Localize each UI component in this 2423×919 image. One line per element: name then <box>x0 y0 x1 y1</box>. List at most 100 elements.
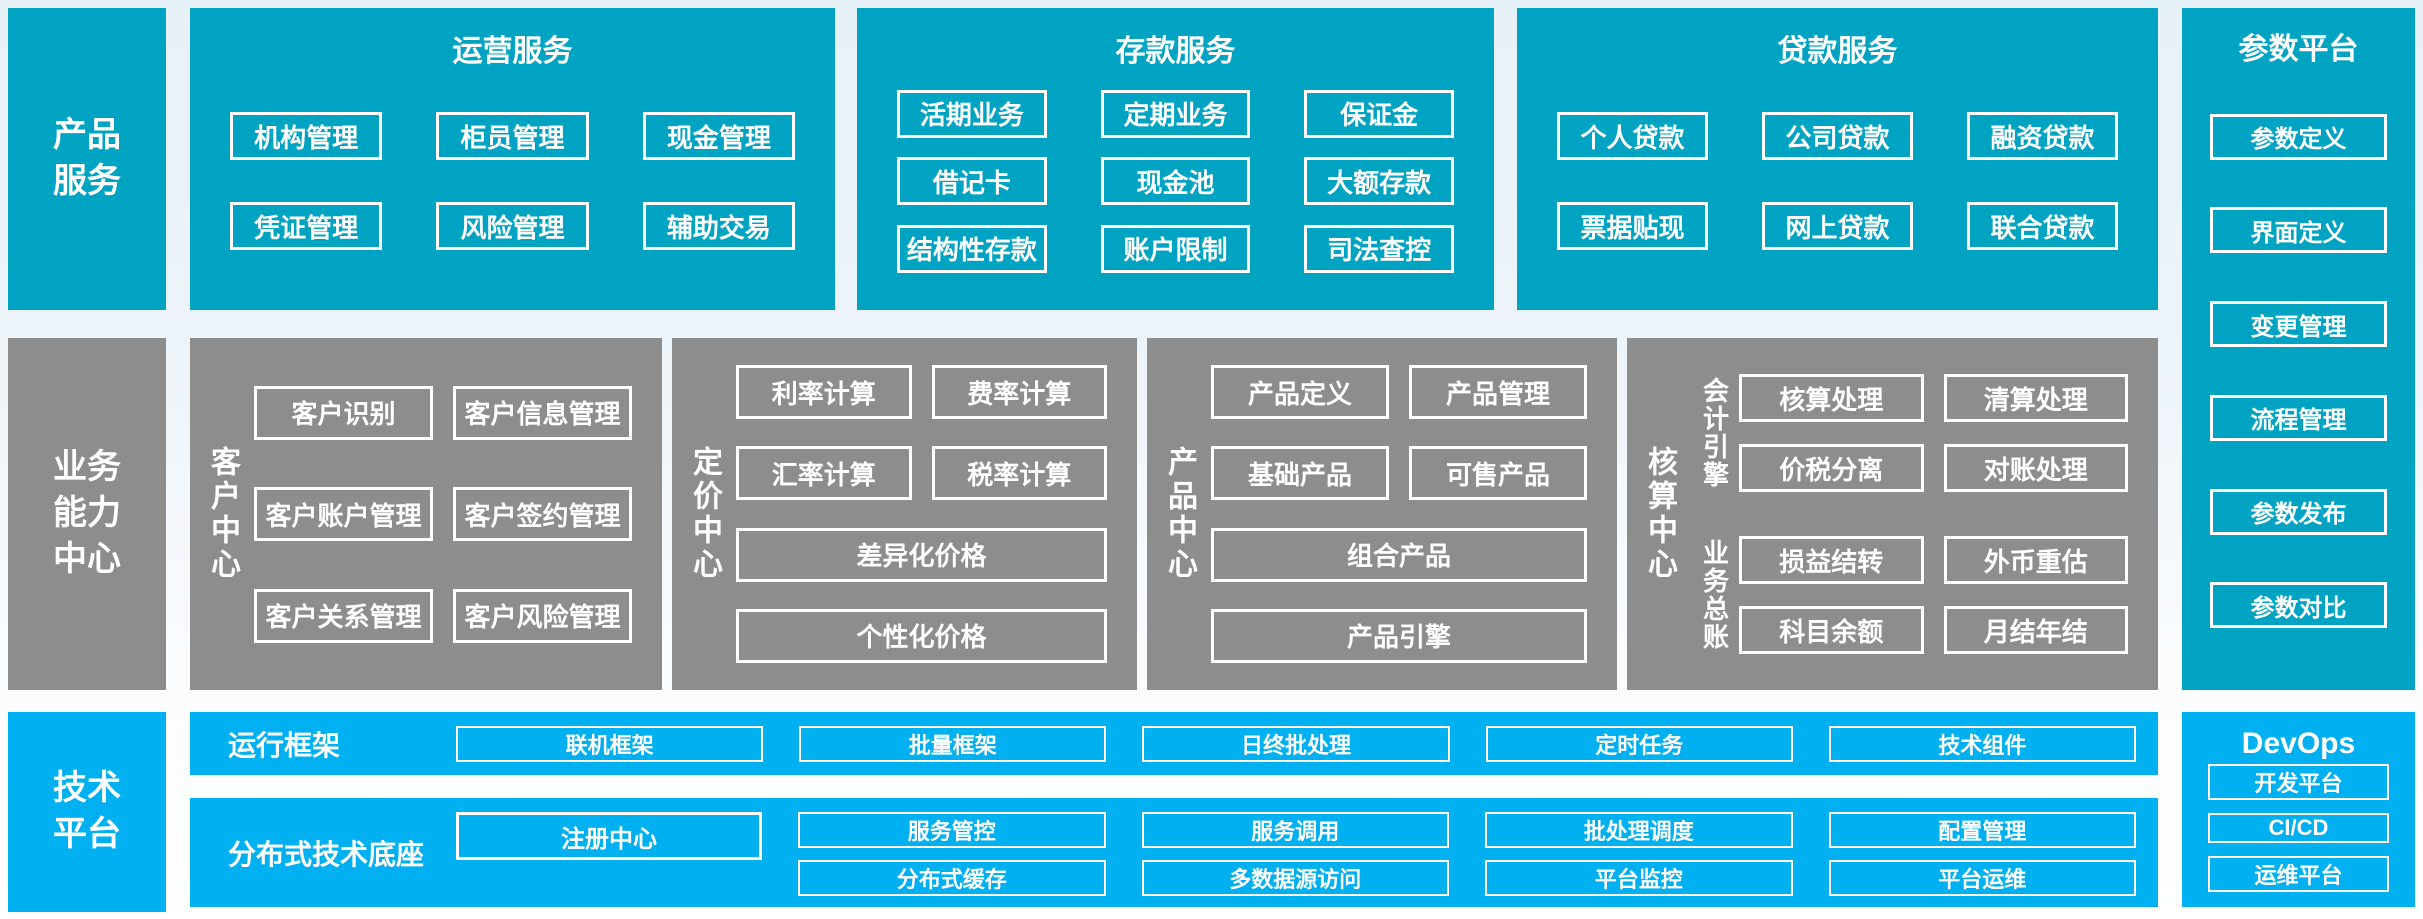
block-parameter-platform: 参数平台 参数定义 界面定义 变更管理 流程管理 参数发布 参数对比 <box>2182 8 2415 690</box>
distributed-base-label: 分布式技术底座 <box>228 838 425 870</box>
capability-button: 月结年结 <box>1943 606 2128 654</box>
service-button: 定期业务 <box>1100 89 1251 138</box>
block-distributed-base: 分布式技术底座 注册中心 服务管控 分布式缓存 服务调用 多数据源访问 批处理调… <box>190 798 2158 907</box>
rail-product-services-label: 产品服务 <box>53 116 121 200</box>
capability-button: 产品管理 <box>1409 365 1587 420</box>
capability-button: 产品定义 <box>1211 365 1389 420</box>
service-button: 结构性存款 <box>897 224 1047 273</box>
devops-items: 开发平台 CI/CD 运维平台 <box>2208 764 2389 892</box>
distributed-column: 批处理调度 平台监控 <box>1485 812 1793 896</box>
service-button: 现金池 <box>1100 157 1251 205</box>
capability-button: 核算处理 <box>1739 374 1924 422</box>
capability-button: 客户账户管理 <box>254 487 433 541</box>
capability-button: 损益结转 <box>1739 536 1924 584</box>
business-ledger-grid: 损益结转 外币重估 科目余额 月结年结 <box>1739 514 2128 676</box>
capability-button: 客户识别 <box>254 385 433 440</box>
block-pricing-center: 定价中心 利率计算 费率计算 汇率计算 税率计算 差异化价格 个性化价格 <box>672 338 1137 690</box>
block-operations-services: 运营服务 机构管理 柜员管理 现金管理 凭证管理 风险管理 辅助交易 <box>190 8 835 310</box>
service-button: 网上贷款 <box>1762 202 1913 250</box>
runtime-framework-items: 联机框架 批量框架 日终批处理 定时任务 技术组件 <box>456 725 2137 762</box>
distributed-button: 平台监控 <box>1485 860 1793 896</box>
service-button: 个人贷款 <box>1557 112 1708 160</box>
service-button: 借记卡 <box>897 157 1047 205</box>
distributed-base-columns: 服务管控 分布式缓存 服务调用 多数据源访问 批处理调度 平台监控 配置管理 平… <box>798 812 2136 896</box>
registry-center-button: 注册中心 <box>456 812 762 860</box>
parameter-button: 参数定义 <box>2210 113 2387 160</box>
capability-button: 对账处理 <box>1943 444 2128 492</box>
capability-button: 科目余额 <box>1739 606 1924 654</box>
distributed-column: 配置管理 平台运维 <box>1828 812 2136 896</box>
capability-button: 组合产品 <box>1211 527 1587 582</box>
devops-button: 运维平台 <box>2208 856 2389 892</box>
operations-services-grid: 机构管理 柜员管理 现金管理 凭证管理 风险管理 辅助交易 <box>190 70 835 310</box>
capability-button: 费率计算 <box>931 365 1107 420</box>
distributed-column: 服务管控 分布式缓存 <box>798 812 1106 896</box>
parameter-button: 流程管理 <box>2210 394 2387 441</box>
service-button: 活期业务 <box>897 89 1047 138</box>
service-button: 凭证管理 <box>230 202 383 250</box>
parameter-button: 界面定义 <box>2210 207 2387 254</box>
rail-tech-platform-label: 技术平台 <box>53 769 121 853</box>
service-button: 机构管理 <box>230 112 383 160</box>
capability-button: 差异化价格 <box>736 527 1107 582</box>
capability-button: 基础产品 <box>1211 446 1389 501</box>
capability-button: 产品引擎 <box>1211 608 1587 663</box>
distributed-button: 分布式缓存 <box>798 860 1106 896</box>
block-accounting-center: 核算中心 会计引擎 核算处理 清算处理 价税分离 对账处理 业务总账 损益结转 … <box>1627 338 2158 690</box>
service-button: 大额存款 <box>1304 157 1454 205</box>
capability-button: 客户关系管理 <box>254 588 433 643</box>
rail-business-capability-label: 业务能力中心 <box>53 448 121 578</box>
block-loan-services: 贷款服务 个人贷款 公司贷款 融资贷款 票据贴现 网上贷款 联合贷款 <box>1517 8 2158 310</box>
block-product-center: 产品中心 产品定义 产品管理 基础产品 可售产品 组合产品 产品引擎 <box>1147 338 1617 690</box>
capability-button: 利率计算 <box>736 365 912 420</box>
runtime-button: 定时任务 <box>1485 725 1793 762</box>
service-button: 账户限制 <box>1100 224 1251 273</box>
capability-button: 外币重估 <box>1943 536 2128 584</box>
parameter-button: 变更管理 <box>2210 301 2387 348</box>
service-button: 辅助交易 <box>642 202 795 250</box>
rail-tech-platform: 技术平台 <box>8 712 166 912</box>
service-button: 风险管理 <box>436 202 589 250</box>
devops-button: 开发平台 <box>2208 764 2389 800</box>
service-button: 现金管理 <box>642 112 795 160</box>
runtime-framework-label: 运行框架 <box>228 729 341 761</box>
loan-services-grid: 个人贷款 公司贷款 融资贷款 票据贴现 网上贷款 联合贷款 <box>1517 70 2158 310</box>
rail-product-services: 产品服务 <box>8 8 166 310</box>
distributed-button: 平台运维 <box>1828 860 2136 896</box>
service-button: 票据贴现 <box>1557 202 1708 250</box>
parameter-platform-items: 参数定义 界面定义 变更管理 流程管理 参数发布 参数对比 <box>2182 66 2415 690</box>
customer-center-grid: 客户识别 客户信息管理 客户账户管理 客户签约管理 客户关系管理 客户风险管理 <box>254 338 662 690</box>
capability-button: 可售产品 <box>1409 446 1587 501</box>
service-button: 联合贷款 <box>1967 202 2118 250</box>
deposit-services-grid: 活期业务 定期业务 保证金 借记卡 现金池 大额存款 结构性存款 账户限制 司法… <box>857 70 1494 310</box>
operations-services-title: 运营服务 <box>452 35 573 68</box>
rail-business-capability: 业务能力中心 <box>8 338 166 690</box>
accounting-engine-label: 会计引擎 <box>1699 377 1730 489</box>
block-devops: DevOps 开发平台 CI/CD 运维平台 <box>2182 712 2415 907</box>
service-button: 司法查控 <box>1304 224 1454 273</box>
runtime-button: 批量框架 <box>799 725 1107 762</box>
distributed-button: 配置管理 <box>1828 812 2136 848</box>
service-button: 公司贷款 <box>1762 112 1913 160</box>
capability-button: 清算处理 <box>1943 374 2128 422</box>
distributed-button: 服务管控 <box>798 812 1106 848</box>
accounting-center-label: 核算中心 <box>1643 446 1676 582</box>
business-ledger-label: 业务总账 <box>1699 539 1730 651</box>
pricing-center-grid: 利率计算 费率计算 汇率计算 税率计算 差异化价格 个性化价格 <box>736 338 1137 690</box>
product-center-grid: 产品定义 产品管理 基础产品 可售产品 组合产品 产品引擎 <box>1211 338 1617 690</box>
distributed-button: 多数据源访问 <box>1141 860 1449 896</box>
distributed-button: 服务调用 <box>1141 812 1449 848</box>
capability-button: 价税分离 <box>1739 444 1924 492</box>
pricing-center-label: 定价中心 <box>688 446 721 582</box>
block-deposit-services: 存款服务 活期业务 定期业务 保证金 借记卡 现金池 大额存款 结构性存款 账户… <box>857 8 1494 310</box>
distributed-button: 批处理调度 <box>1485 812 1793 848</box>
capability-button: 客户签约管理 <box>453 487 632 541</box>
capability-button: 汇率计算 <box>736 446 912 501</box>
capability-button: 客户风险管理 <box>453 588 632 643</box>
devops-title: DevOps <box>2241 727 2356 760</box>
capability-button: 个性化价格 <box>736 608 1107 663</box>
parameter-platform-title: 参数平台 <box>2238 33 2359 66</box>
service-button: 保证金 <box>1304 89 1454 138</box>
product-center-label: 产品中心 <box>1163 446 1196 582</box>
parameter-button: 参数发布 <box>2210 488 2387 535</box>
